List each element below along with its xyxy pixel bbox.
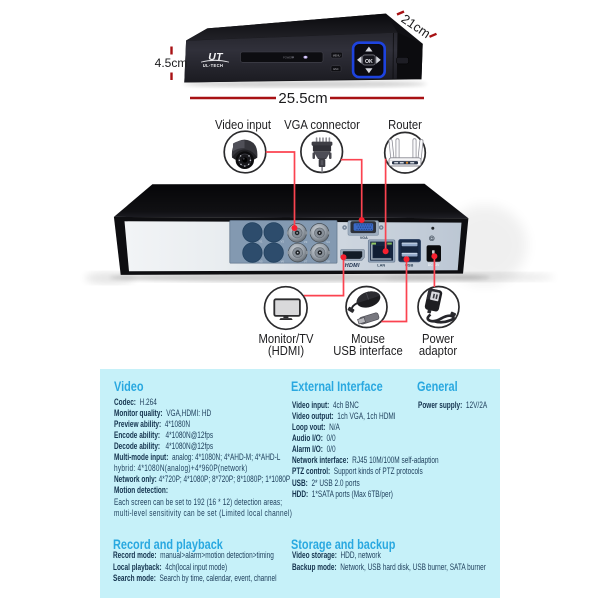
svg-text:V4: V4 xyxy=(326,240,330,244)
svg-text:V8: V8 xyxy=(326,260,330,264)
svg-text:LAN: LAN xyxy=(377,262,385,267)
svg-text:V5: V5 xyxy=(259,259,263,263)
svg-text:POWER: POWER xyxy=(283,56,293,60)
svg-text:V7: V7 xyxy=(304,260,308,264)
svg-text:V1: V1 xyxy=(259,240,263,244)
svg-text:V6: V6 xyxy=(281,259,285,263)
svg-text:MENU: MENU xyxy=(333,53,341,57)
svg-text:V3: V3 xyxy=(304,240,308,244)
svg-text:USB: USB xyxy=(405,262,413,267)
svg-text:V2: V2 xyxy=(281,240,285,244)
svg-text:HDMI: HDMI xyxy=(345,263,360,269)
svg-text:VGA: VGA xyxy=(360,236,368,240)
svg-text:ESC: ESC xyxy=(333,67,338,71)
svg-text:OK: OK xyxy=(365,59,373,65)
svg-text:UL-TECH: UL-TECH xyxy=(203,63,223,68)
